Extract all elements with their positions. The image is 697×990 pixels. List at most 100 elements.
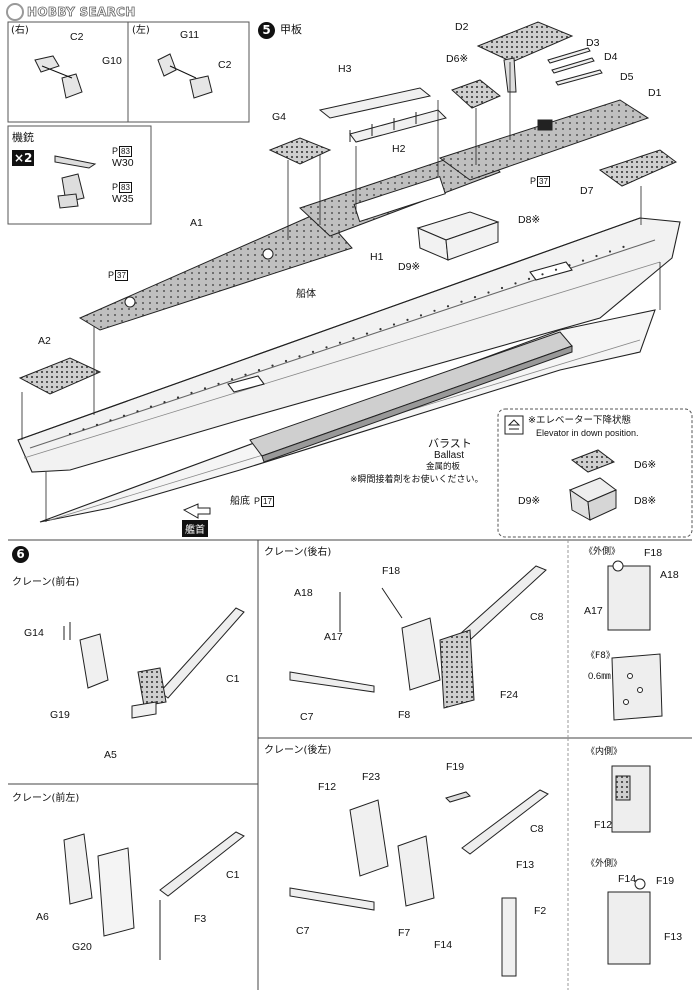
hull-label: 船体	[296, 289, 316, 300]
porthole	[325, 346, 328, 349]
machine-gun-title: 機銃	[12, 131, 34, 144]
porthole	[176, 396, 180, 399]
label-h1: H1	[370, 251, 384, 263]
elevator-note-en: Elevator in down position.	[536, 428, 639, 438]
label-d3: D3	[586, 37, 600, 49]
label-elev-d6: D6※	[634, 459, 657, 471]
deck-h1	[299, 147, 501, 237]
label-a5: A5	[104, 749, 117, 761]
porthole	[217, 382, 220, 385]
label-f12: F12	[318, 781, 337, 793]
label-g11: G11	[180, 29, 200, 41]
porthole	[271, 364, 274, 367]
watermark-logo: HOBBY SEARCH	[6, 3, 136, 21]
watermark-text: HOBBY SEARCH	[27, 5, 136, 20]
label-detail-f13: F13	[664, 931, 683, 943]
label-d4: D4	[604, 51, 618, 63]
label-c1-fl: C1	[226, 869, 240, 881]
detail-inner-title: 《内側》	[586, 747, 623, 757]
porthole	[406, 318, 409, 321]
label-c8-rl: C8	[530, 823, 544, 835]
label-g10: G10	[102, 55, 122, 67]
label-f14: F14	[434, 939, 453, 951]
label-d5: D5	[620, 71, 634, 83]
label-f18: F18	[382, 565, 401, 577]
porthole	[122, 414, 126, 417]
part-d8-d9	[416, 211, 500, 261]
bottom-label: 船底	[230, 496, 250, 507]
porthole	[230, 378, 234, 381]
elevator-note-jp: ※エレベーター下降状態	[528, 415, 631, 426]
porthole	[379, 328, 382, 331]
porthole	[163, 401, 166, 404]
part-a2	[18, 357, 102, 395]
part-d2	[476, 21, 574, 93]
crane-boom-c8-rear-left	[461, 789, 549, 855]
porthole	[541, 273, 544, 276]
label-d8: D8※	[518, 214, 541, 226]
label-f13: F13	[516, 859, 535, 871]
left-side-label: (左)	[132, 25, 150, 36]
right-side-label: (右)	[11, 25, 29, 36]
hull-side	[17, 217, 681, 473]
deck-d1	[438, 99, 650, 181]
detail-outer-title: 《外側》	[584, 547, 621, 557]
label-detail-f18: F18	[644, 547, 663, 559]
detail-outer2-title: 《外側》	[586, 859, 623, 869]
detail-outer-bottom	[607, 878, 651, 965]
porthole	[595, 254, 598, 258]
porthole	[554, 268, 558, 271]
label-a2: A2	[38, 335, 51, 347]
label-elev-d9: D9※	[518, 495, 541, 507]
ballast-en: Ballast	[434, 450, 465, 461]
porthole	[311, 350, 315, 353]
label-d6: D6※	[446, 53, 469, 65]
label-f19: F19	[446, 761, 465, 773]
porthole	[257, 369, 261, 372]
parts-d3-d5	[547, 47, 603, 86]
porthole	[68, 432, 72, 436]
porthole	[392, 323, 396, 326]
machine-gun-sketch	[54, 155, 97, 209]
label-detail-f12: F12	[594, 819, 613, 831]
label-a1: A1	[190, 217, 203, 229]
porthole	[514, 282, 517, 285]
porthole	[365, 332, 369, 335]
elevator-inset-art	[568, 449, 617, 521]
label-w35: W35	[112, 193, 134, 205]
crane-body-front-left	[63, 833, 161, 960]
part-c2-right-sketch	[34, 53, 213, 99]
porthole	[500, 286, 504, 290]
detail-f8-title: 《F8》	[586, 651, 615, 661]
crane-rear-left-title: クレーン(後左)	[264, 745, 332, 756]
porthole	[298, 355, 301, 358]
label-a18: A18	[294, 587, 313, 599]
ballast-plate	[249, 331, 573, 463]
crane-body-rear-right	[339, 587, 475, 709]
label-c8-rr: C8	[530, 611, 544, 623]
label-g14: G14	[24, 627, 44, 639]
parts-h3-h2	[318, 87, 447, 143]
step-5-title: 甲板	[280, 23, 302, 36]
crane-body-rear-left	[349, 791, 517, 977]
porthole	[568, 264, 571, 267]
porthole	[433, 309, 436, 312]
label-w30: W30	[112, 157, 134, 169]
hull-portholes	[68, 245, 625, 436]
label-detail-f19: F19	[656, 875, 675, 887]
assembly-leaders	[21, 62, 661, 522]
label-g4: G4	[272, 111, 287, 123]
step-6-number: 6	[12, 546, 29, 563]
porthole	[338, 341, 342, 344]
label-c2-right: C2	[70, 31, 84, 43]
porthole	[149, 405, 153, 408]
porthole	[473, 296, 477, 299]
label-g19: G19	[50, 709, 70, 721]
bow-arrow	[182, 503, 211, 519]
label-f2: F2	[534, 905, 547, 917]
crane-body-front-right	[63, 622, 167, 719]
